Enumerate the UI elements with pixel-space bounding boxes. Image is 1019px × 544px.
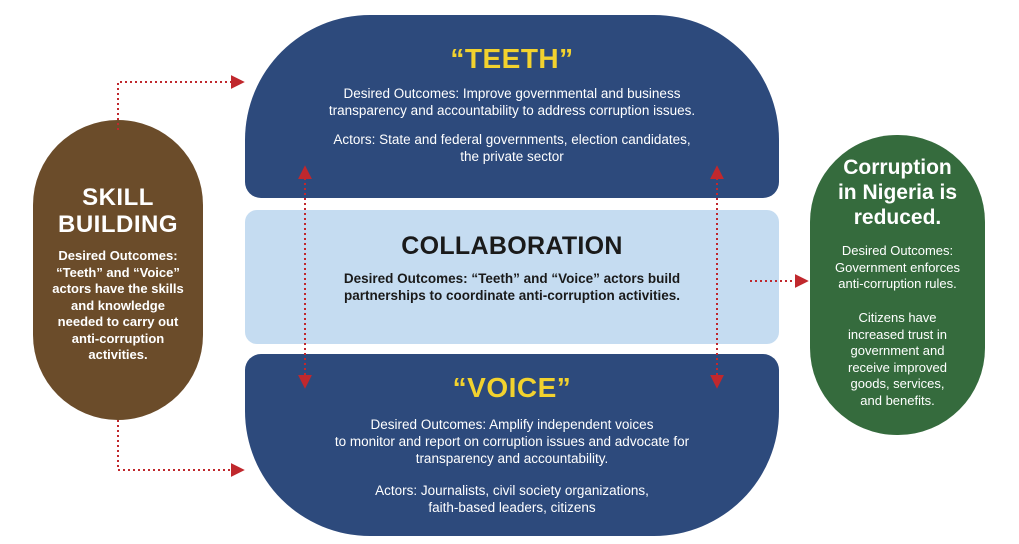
collaboration-outcomes: Desired Outcomes: “Teeth” and “Voice” ac… <box>343 271 681 303</box>
teeth-box: “TEETH” Desired Outcomes: Improve govern… <box>245 15 779 198</box>
skill-building-title: SKILL BUILDING <box>58 184 178 238</box>
result-citizens: Citizens have increased trust in governm… <box>848 310 947 408</box>
teeth-title: “TEETH” <box>450 43 574 74</box>
voice-box: “VOICE” Desired Outcomes: Amplify indepe… <box>245 354 779 536</box>
voice-outcomes: Desired Outcomes: Amplify independent vo… <box>334 417 690 466</box>
result-title: Corruption in Nigeria is reduced. <box>837 156 958 229</box>
teeth-actors: Actors: State and federal governments, e… <box>333 132 691 164</box>
result-outcomes: Desired Outcomes: Government enforces an… <box>834 243 960 291</box>
collaboration-title: COLLABORATION <box>401 232 623 260</box>
arrow-skill-to-teeth <box>117 75 245 130</box>
voice-title: “VOICE” <box>452 372 572 403</box>
skill-building-box: SKILL BUILDING Desired Outcomes: “Teeth”… <box>33 120 203 420</box>
arrow-skill-to-voice <box>117 420 245 477</box>
teeth-outcomes: Desired Outcomes: Improve governmental a… <box>328 86 696 118</box>
voice-actors: Actors: Journalists, civil society organ… <box>375 483 649 515</box>
skill-building-outcomes: Desired Outcomes: “Teeth” and “Voice” ac… <box>52 248 184 362</box>
collaboration-box: COLLABORATION Desired Outcomes: “Teeth” … <box>245 210 779 344</box>
result-box: Corruption in Nigeria is reduced. Desire… <box>810 135 985 435</box>
